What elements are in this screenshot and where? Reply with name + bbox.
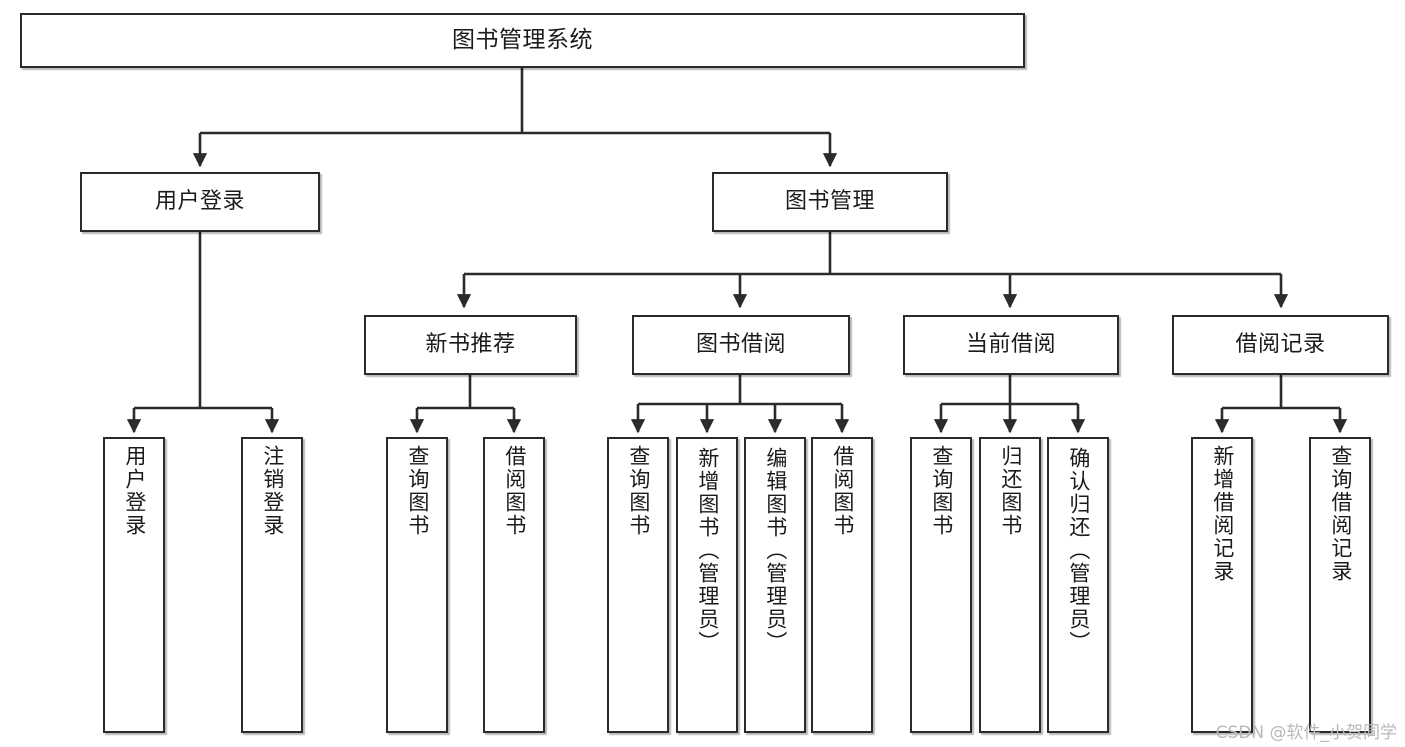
node-label: 查询借阅记录 [1328, 445, 1353, 583]
leaf-borrow-records-add[interactable]: 新增借阅记录 [1191, 437, 1253, 733]
node-label: 借阅记录 [1235, 331, 1326, 357]
node-label: 归还图书 [998, 445, 1023, 537]
leaf-current-borrow-confirm-return-admin[interactable]: 确认归还（管理员） [1047, 437, 1109, 733]
node-label: 查询图书 [929, 445, 954, 537]
node-label: 查询图书 [405, 445, 430, 537]
node-label: 当前借阅 [965, 331, 1056, 357]
leaf-book-borrow-query[interactable]: 查询图书 [607, 437, 669, 733]
node-label: 图书借阅 [695, 331, 786, 357]
node-label: 新增借阅记录 [1210, 445, 1235, 583]
leaf-book-borrow-borrow[interactable]: 借阅图书 [811, 437, 873, 733]
node-book-management[interactable]: 图书管理 [712, 172, 948, 232]
node-current-borrow[interactable]: 当前借阅 [903, 315, 1119, 375]
node-label: 注销登录 [260, 445, 285, 537]
leaf-borrow-records-query[interactable]: 查询借阅记录 [1309, 437, 1371, 733]
node-book-borrow[interactable]: 图书借阅 [632, 315, 850, 375]
node-label: 新书推荐 [425, 331, 516, 357]
node-label: 用户登录 [154, 188, 245, 214]
node-user-login[interactable]: 用户登录 [80, 172, 320, 232]
node-label: 图书管理 [784, 188, 875, 214]
leaf-user-login-logout[interactable]: 注销登录 [241, 437, 303, 733]
leaf-user-login-login[interactable]: 用户登录 [103, 437, 165, 733]
node-label: 确认归还（管理员） [1066, 447, 1091, 654]
node-label: 图书管理系统 [452, 27, 593, 54]
leaf-current-borrow-return[interactable]: 归还图书 [979, 437, 1041, 733]
leaf-new-book-borrow[interactable]: 借阅图书 [483, 437, 545, 733]
node-label: 查询图书 [626, 445, 651, 537]
leaf-book-borrow-add-admin[interactable]: 新增图书（管理员） [676, 437, 738, 733]
node-label: 编辑图书（管理员） [763, 447, 788, 654]
node-label: 用户登录 [122, 445, 147, 537]
leaf-current-borrow-query[interactable]: 查询图书 [910, 437, 972, 733]
node-root-library-management-system[interactable]: 图书管理系统 [20, 13, 1025, 68]
node-label: 借阅图书 [830, 445, 855, 537]
node-label: 新增图书（管理员） [695, 447, 720, 654]
node-new-book-recommend[interactable]: 新书推荐 [364, 315, 577, 375]
node-label: 借阅图书 [502, 445, 527, 537]
leaf-new-book-query[interactable]: 查询图书 [386, 437, 448, 733]
node-borrow-records[interactable]: 借阅记录 [1172, 315, 1389, 375]
leaf-book-borrow-edit-admin[interactable]: 编辑图书（管理员） [744, 437, 806, 733]
